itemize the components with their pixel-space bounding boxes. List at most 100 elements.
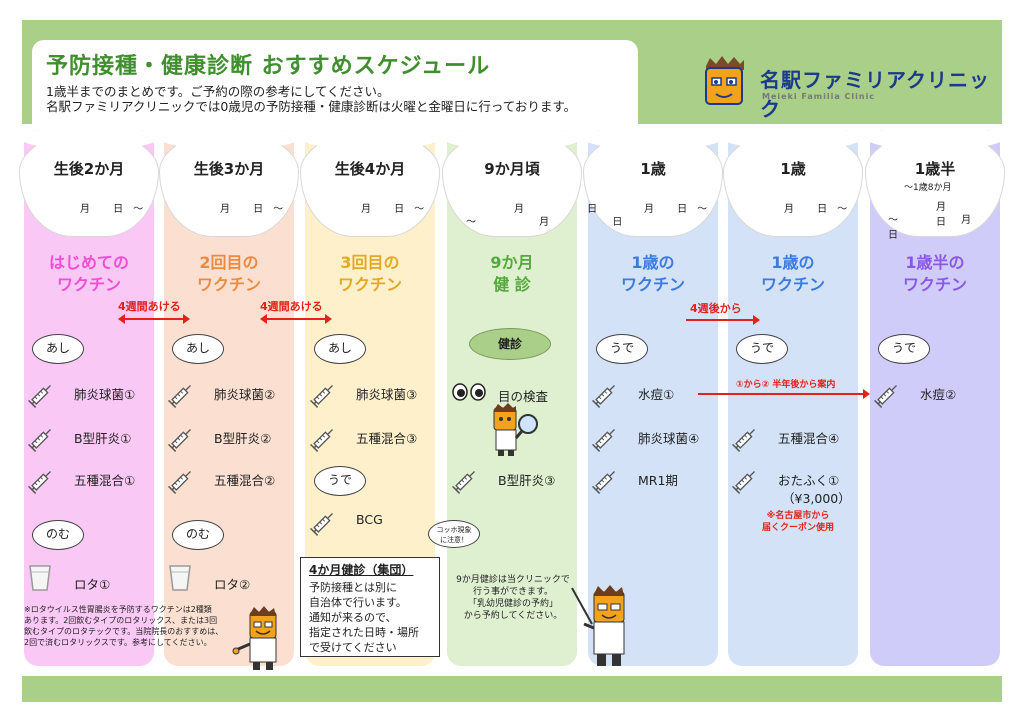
vaccine-label: 五種混合② — [214, 473, 276, 488]
bottom-band — [22, 676, 1002, 702]
mascot-logo-icon — [705, 56, 744, 105]
route-bubble: うで — [736, 334, 788, 364]
syringe-icon — [732, 466, 760, 494]
date-field: 月 日 — [514, 204, 628, 215]
subtitle-1: 1歳半までのまとめです。ご予約の際の参考にしてください。 — [46, 84, 390, 99]
date-field: 月 日～ — [784, 204, 858, 215]
syringe-icon — [168, 380, 196, 408]
syringe-icon — [592, 466, 620, 494]
age-label: 生後3か月 — [193, 160, 265, 178]
doctor-mascot-icon — [232, 606, 277, 670]
cup-icon — [29, 565, 51, 591]
interval-arrow — [698, 389, 870, 399]
cloud-header — [160, 126, 298, 236]
vaccine-label: おたふく① — [778, 473, 840, 488]
vaccine-label: BCG — [356, 512, 383, 527]
four-month-checkup-box: 4か月健診（集団） 予防接種とは別に自治体で行います。通知が来るので、指定された… — [300, 557, 440, 657]
vaccine-label: 五種混合③ — [356, 431, 418, 446]
rota-note: ※ロタウイルス性胃腸炎を予防するワクチンは2種類あります。2回飲むタイプのロタリ… — [24, 605, 224, 647]
date-field: ～ 月 日 — [888, 215, 1002, 241]
page-title: 予防接種・健康診断 おすすめスケジュール — [46, 54, 491, 79]
vaccine-title: 9か月健 診 — [490, 253, 534, 294]
interval-arrow — [118, 314, 190, 324]
route-bubble: のむ — [172, 520, 224, 550]
vaccine-label: 肺炎球菌③ — [356, 387, 418, 402]
interval-arrow — [686, 315, 760, 325]
cloud-header — [20, 126, 158, 236]
syringe-icon — [28, 466, 56, 494]
vaccine-title: はじめてのワクチン — [48, 253, 129, 294]
vaccine-title: 2回目のワクチン — [196, 253, 261, 294]
age-note: ～1歳8か月 — [904, 183, 952, 193]
age-label: 生後2か月 — [53, 160, 125, 178]
vaccine-label: 五種混合④ — [778, 431, 840, 446]
vaccine-label: 水痘① — [638, 387, 675, 402]
vaccine-label: ロタ① — [74, 577, 111, 592]
clinic-subname: Meieki Familia Clinic — [762, 92, 876, 101]
checkup-cloud: 健診 — [469, 328, 551, 360]
age-label: 1歳 — [780, 160, 806, 178]
vaccine-label: B型肝炎② — [214, 431, 272, 446]
date-field: 月 日～ — [361, 204, 435, 215]
date-field: 月 日～ — [220, 204, 294, 215]
syringe-icon — [310, 424, 338, 452]
route-bubble: のむ — [32, 520, 84, 550]
cloud-header — [724, 126, 862, 236]
header: 予防接種・健康診断 おすすめスケジュール 1歳半までのまとめです。ご予約の際の参… — [32, 40, 638, 124]
age-label: 生後4か月 — [334, 160, 406, 178]
clinic-logo: 名駅ファミリアクリニック Meieki Familia Clinic — [700, 56, 1000, 121]
route-bubble: うで — [596, 334, 648, 364]
age-label: 9か月頃 — [484, 160, 540, 178]
syringe-icon — [732, 424, 760, 452]
interval-label: 4週間あける — [118, 300, 181, 313]
syringe-icon — [452, 466, 480, 494]
cloud-header — [301, 126, 439, 236]
clinic-name: 名駅ファミリアクリニック — [760, 68, 990, 121]
doctor-pointer-icon — [571, 585, 625, 666]
exam-label: 目の検査 — [498, 389, 549, 404]
vaccine-title: 1歳のワクチン — [760, 253, 825, 294]
cloud-header — [443, 126, 581, 236]
syringe-icon — [592, 424, 620, 452]
date-field: ～ 月 日 — [466, 217, 653, 228]
route-bubble: うで — [878, 334, 930, 364]
cloud-header — [866, 126, 1004, 236]
syringe-icon — [310, 508, 338, 536]
route-bubble: あし — [32, 334, 84, 364]
price-label: （¥3,000） — [782, 491, 851, 506]
age-label: 1歳半 — [914, 160, 956, 178]
syringe-icon — [168, 466, 196, 494]
age-label: 1歳 — [640, 160, 666, 178]
syringe-icon — [28, 380, 56, 408]
cup-icon — [169, 565, 191, 591]
date-field: 月 日 — [936, 202, 976, 228]
route-bubble: あし — [314, 334, 366, 364]
cloud-header — [584, 126, 722, 236]
eyes-icon — [452, 383, 486, 401]
route-bubble: あし — [172, 334, 224, 364]
interval-label: 4週後から — [690, 302, 742, 315]
coupon-note: ※名古屋市から届くクーポン使用 — [761, 511, 834, 533]
vaccine-title: 1歳のワクチン — [620, 253, 685, 294]
nine-month-note: 9か月健診は当クリニックで行う事ができます。「乳幼児健診の予約」から予約してくだ… — [456, 575, 570, 621]
syringe-icon — [592, 380, 620, 408]
date-field: 月 日～ — [644, 204, 718, 215]
syringe-icon — [28, 424, 56, 452]
vaccine-label: B型肝炎① — [74, 431, 132, 446]
route-bubble: うで — [314, 466, 366, 496]
vaccine-label: 五種混合① — [74, 473, 136, 488]
vaccine-label: B型肝炎③ — [498, 473, 556, 488]
vaccine-label: 肺炎球菌② — [214, 387, 276, 402]
vaccine-label: ロタ② — [214, 577, 251, 592]
syringe-icon — [168, 424, 196, 452]
vaccine-label: 肺炎球菌① — [74, 387, 136, 402]
syringe-icon — [874, 380, 902, 408]
interval-label: ①から② 半年後から案内 — [736, 380, 836, 390]
interval-label: 4週間あける — [260, 300, 323, 313]
vaccine-title: 3回目のワクチン — [337, 253, 402, 294]
date-field: 月 日～ — [80, 204, 154, 215]
syringe-icon — [310, 380, 338, 408]
vaccine-label: 肺炎球菌④ — [638, 431, 700, 446]
subtitle-2: 名駅ファミリアクリニックでは0歳児の予防接種・健康診断は火曜と金曜日に行っており… — [46, 99, 577, 114]
vaccine-label: MR1期 — [638, 473, 678, 488]
